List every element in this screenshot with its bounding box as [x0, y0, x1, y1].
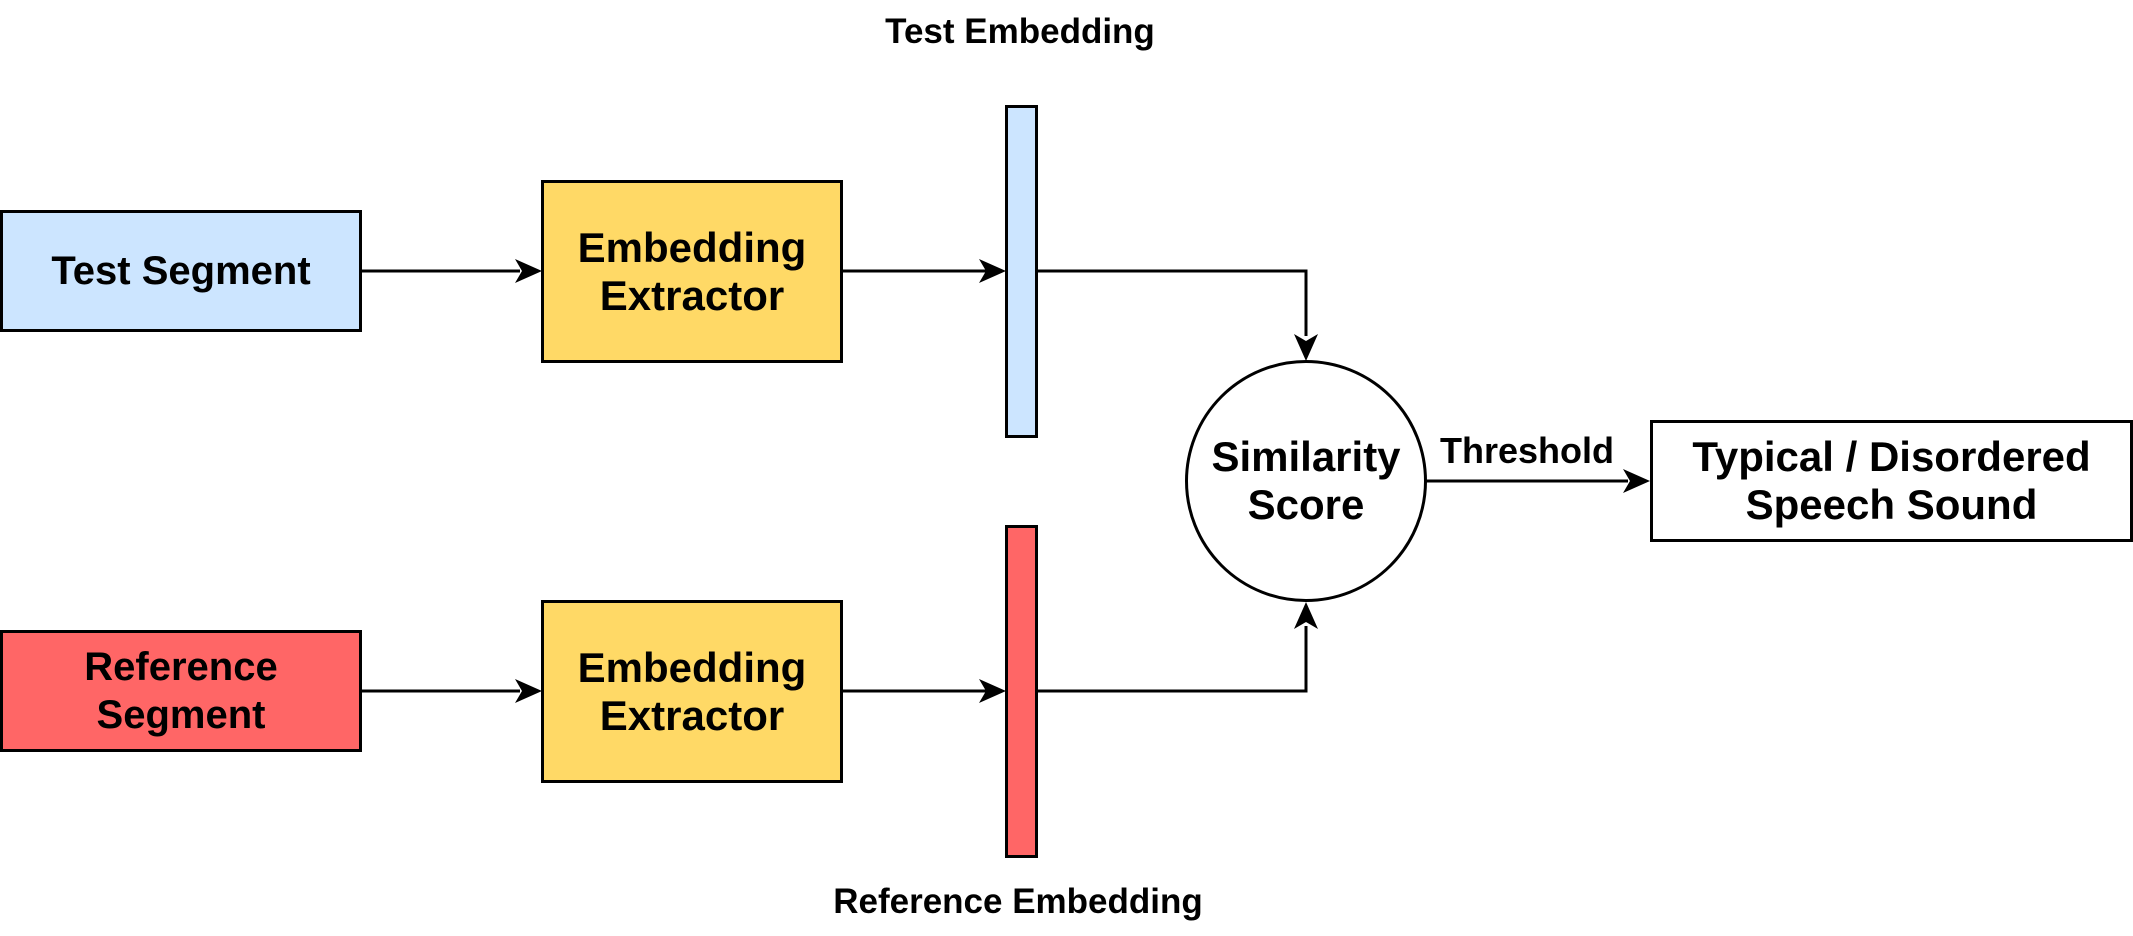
extractor-top-line2: Extractor	[599, 271, 785, 319]
arrowhead	[1294, 602, 1318, 629]
embedding-extractor-top-box: Embedding Extractor	[541, 180, 843, 363]
similarity-line2: Score	[1247, 481, 1365, 528]
reference-embedding-bar	[1005, 525, 1038, 858]
test-segment-box: Test Segment	[0, 210, 362, 332]
threshold-label: Threshold	[1440, 430, 1615, 471]
arrowhead	[979, 259, 1006, 283]
test-embedding-label: Test Embedding	[885, 12, 1155, 51]
reference-embedding-label: Reference Embedding	[833, 882, 1203, 921]
edge-test-embedding-to-similarity	[1037, 269, 1308, 336]
output-line1: Typical / Disordered	[1692, 433, 2091, 480]
test-segment-label: Test Segment	[51, 248, 311, 293]
output-box: Typical / Disordered Speech Sound	[1650, 420, 2133, 542]
extractor-bottom-line1: Embedding	[577, 643, 807, 691]
similarity-line1: Similarity	[1211, 433, 1401, 480]
edge-reference-embedding-to-similarity	[1037, 626, 1308, 693]
similarity-score-circle: Similarity Score	[1185, 360, 1427, 602]
extractor-top-line1: Embedding	[577, 223, 807, 271]
output-line2: Speech Sound	[1745, 481, 2038, 528]
arrowhead	[1294, 334, 1318, 361]
reference-segment-label-line2: Segment	[96, 693, 266, 737]
extractor-bottom-line2: Extractor	[599, 691, 785, 739]
reference-segment-label-line1: Reference	[84, 645, 278, 689]
arrowhead	[515, 679, 542, 703]
embedding-extractor-bottom-box: Embedding Extractor	[541, 600, 843, 783]
test-embedding-bar	[1005, 105, 1038, 438]
arrowhead	[1623, 469, 1650, 493]
arrowhead	[979, 679, 1006, 703]
arrowhead	[515, 259, 542, 283]
reference-segment-box: Reference Segment	[0, 630, 362, 752]
